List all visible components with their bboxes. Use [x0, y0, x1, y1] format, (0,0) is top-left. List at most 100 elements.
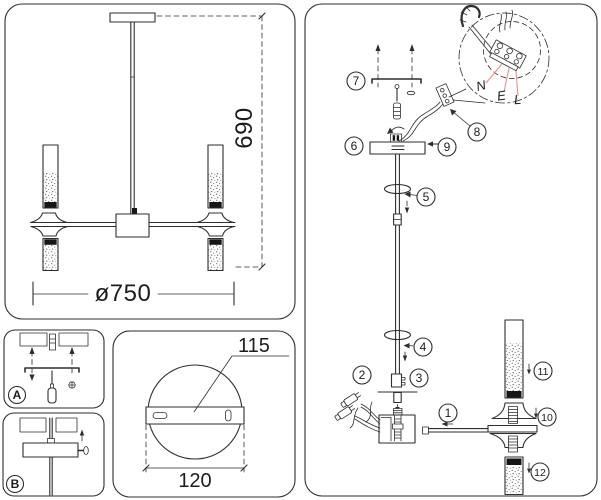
ring-4 [383, 329, 412, 341]
wire [504, 11, 507, 31]
right-arm-hub [196, 212, 235, 237]
spacing-value: 115 [238, 335, 270, 357]
step-b-badge [5, 474, 25, 494]
threaded-stem-lower [508, 435, 518, 453]
screw-icon [68, 381, 76, 389]
mains-cable [398, 101, 441, 142]
callout-3: 3 [409, 368, 429, 388]
svg-text:12: 12 [534, 467, 546, 479]
wire [499, 13, 502, 33]
canopy [369, 141, 426, 155]
step-a-badge [7, 385, 27, 405]
glass-tube [42, 144, 59, 209]
ceiling-hatch [19, 332, 48, 347]
arm-end-fitting [422, 426, 429, 435]
terminal-e-label: E [496, 87, 507, 103]
callout-1: 1 [438, 403, 458, 423]
svg-text:7: 7 [353, 74, 360, 88]
callout-7: 7 [346, 71, 366, 91]
canopy-step [369, 83, 455, 155]
ceiling-hatch [19, 417, 47, 433]
hook-icon [459, 4, 481, 28]
canopy-detail-panel: 115 120 [112, 330, 296, 498]
terminal-block-detail [489, 39, 527, 72]
height-dimension: 690 [156, 12, 266, 271]
step-b-label: B [11, 477, 20, 491]
ceiling-plate [109, 12, 156, 23]
height-value: 690 [231, 107, 258, 149]
callout-2: 2 [352, 365, 372, 385]
svg-text:3: 3 [416, 371, 423, 385]
anchor-icon [393, 102, 401, 120]
width-value: 120 [178, 470, 211, 492]
terminal-n-label: N [475, 77, 488, 94]
callout-4: 4 [413, 337, 433, 357]
threaded-stem-upper [508, 406, 518, 424]
slot-horizontal [152, 412, 168, 419]
ring-5 [383, 183, 412, 195]
svg-text:2: 2 [359, 368, 366, 382]
glass-tube [207, 144, 224, 209]
threaded-sleeve [393, 391, 402, 404]
detail-circle-outer [458, 12, 550, 104]
rod-end-fitting [390, 373, 403, 388]
callout-11: 11 [533, 361, 553, 381]
screw-icon [394, 84, 400, 89]
slot-vertical [225, 409, 232, 422]
mounting-bar [145, 406, 245, 425]
ceiling-hatch [58, 332, 89, 347]
svg-text:1: 1 [445, 406, 452, 420]
callout-10: 10 [537, 407, 557, 427]
junction-box [378, 414, 416, 444]
mounting-bracket [371, 78, 422, 84]
ceiling-hatch [55, 417, 78, 433]
junction-box-step [334, 391, 489, 444]
wire [354, 418, 381, 433]
svg-text:11: 11 [538, 366, 549, 378]
wall-anchor [49, 333, 56, 351]
callout-8: 8 [450, 109, 487, 142]
glass-tube-lower [504, 456, 524, 496]
arm-assembly-exploded [487, 319, 538, 496]
center-body [115, 213, 150, 238]
svg-text:9: 9 [444, 140, 451, 154]
callout-12: 12 [530, 462, 550, 482]
washer-icon [406, 90, 416, 96]
left-arm-hub [29, 212, 69, 237]
stem-rod [383, 153, 418, 388]
svg-text:10: 10 [541, 412, 553, 424]
svg-text:5: 5 [423, 190, 430, 204]
glass-tube [207, 237, 224, 272]
hub-plate [487, 424, 538, 433]
wire [365, 401, 373, 423]
side-screw-icon [77, 429, 89, 455]
leader-115 [193, 355, 290, 413]
terminal-block [435, 83, 455, 107]
chandelier-front-view [29, 12, 236, 272]
leader-l [515, 70, 519, 97]
svg-text:6: 6 [351, 139, 358, 153]
callout-5: 5 [416, 187, 436, 207]
wire-connector [334, 405, 355, 421]
canopy-side-view [22, 442, 79, 458]
wiring-detail: N E L [448, 4, 550, 107]
screwdriver-icon [47, 370, 57, 404]
overview-panel: 690 ø750 [4, 3, 296, 320]
callout-9: 9 [437, 137, 457, 157]
diameter-value: ø750 [95, 280, 152, 307]
assembly-panel: N E L [304, 3, 598, 497]
svg-text:4: 4 [420, 340, 427, 354]
leader-e [503, 67, 510, 93]
mounting-bracket [24, 367, 80, 373]
glass-tube [42, 237, 59, 272]
wire [509, 9, 513, 29]
step-a-label: A [13, 388, 22, 402]
callout-6: 6 [344, 136, 364, 156]
detail-circle-inner [483, 21, 541, 79]
glass-tube-upper [504, 319, 524, 399]
diameter-dimension: ø750 [32, 280, 235, 307]
alignment-arrows [29, 347, 75, 381]
wire [349, 407, 359, 429]
